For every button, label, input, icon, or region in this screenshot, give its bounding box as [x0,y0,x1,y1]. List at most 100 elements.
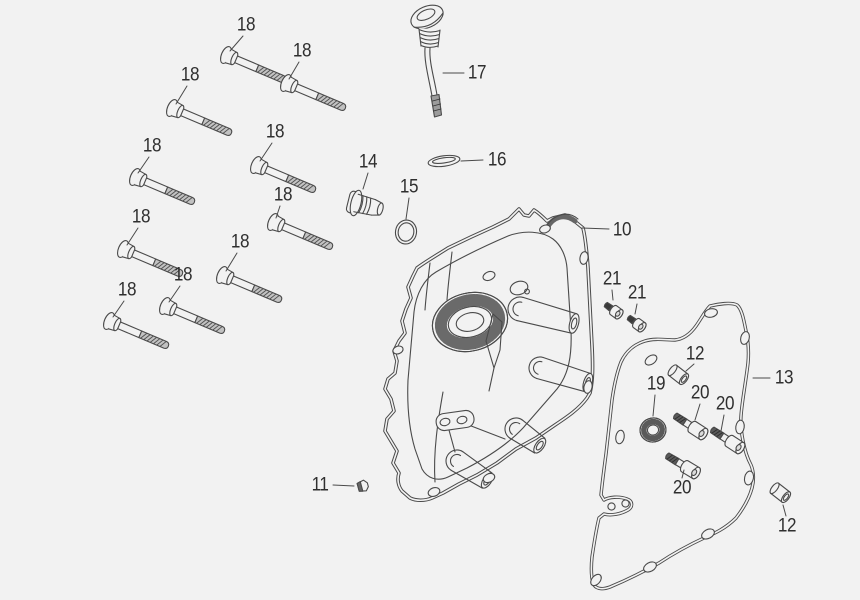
leader-lines [112,35,787,517]
callout-18-9: 18 [173,264,193,286]
callout-12-2: 12 [777,515,797,537]
callout-21-2: 21 [627,282,647,304]
leader-line [137,156,150,174]
crankcase-cover-drawing [383,207,595,503]
cover-bolt-hole [579,251,589,265]
leader-line [126,227,139,246]
cover-detail [509,280,529,296]
cover-inner-contour [407,231,572,480]
gasket-hole [644,354,658,366]
leader-line [694,403,701,421]
cover-rib [446,251,453,301]
callout-20-2: 20 [715,393,735,415]
bolt-18-drawing [163,97,236,143]
cover-seal-bore [431,291,509,353]
gasket-hole [607,502,616,511]
bolt-21-drawing [624,312,649,334]
cover-outline [383,207,595,503]
leader-line [362,172,369,190]
callout-18-4: 18 [265,121,285,143]
cover-bolt-hole [482,472,496,484]
oil-seal-drawing [639,417,667,443]
callout-21-1: 21 [602,268,622,290]
callout-16: 16 [487,149,507,171]
leader-line [652,394,656,417]
leader-line [259,142,273,162]
cover-bolt-hole [427,487,441,497]
callout-20-3: 20 [672,477,692,499]
leader-line [581,227,610,230]
callout-14: 14 [358,151,378,173]
cover-bolt-hole [583,380,593,394]
gasket-hole [743,470,755,486]
callout-18-2: 18 [292,40,312,62]
callout-10: 10 [612,219,632,241]
cover-rib [465,423,506,440]
leader-line [275,205,281,219]
leader-line [681,469,685,479]
cover-pointer-rib [488,367,495,392]
bolt-18-drawing [156,295,229,341]
gasket-hole [704,308,718,318]
cover-pointer-rib [485,313,503,369]
gasket-hole [615,429,625,445]
cover-boss [507,296,580,334]
gasket-drawing [589,301,756,591]
cover-bolt-hole [439,417,451,427]
leader-line [720,414,725,432]
cover-boss [504,417,547,454]
leader-line [405,197,410,220]
cover-rib [434,391,444,483]
leader-line [332,484,355,487]
leader-line [611,289,614,301]
leader-line [460,159,484,162]
callout-15: 15 [399,176,419,198]
cover-bolt-hole [456,415,468,425]
callout-18-6: 18 [273,184,293,206]
leader-line [634,303,638,315]
dipstick-drawing [410,4,444,118]
callout-11: 11 [311,474,329,496]
leader-line [782,504,787,517]
cover-detail [524,288,530,295]
leader-line [112,300,125,318]
callout-18-5: 18 [142,135,162,157]
bolt-18-drawing [217,44,290,90]
leader-line [175,85,188,105]
callout-19: 19 [646,373,666,395]
bolt-18-drawing [100,310,173,356]
callout-17: 17 [467,62,487,84]
bolt-21-drawing [601,299,626,321]
gasket-hole [735,419,745,435]
cover-rib [424,262,431,311]
callout-18-7: 18 [131,206,151,228]
washer-drawing [427,154,461,168]
callout-18-8: 18 [230,231,250,253]
gasket-hole [701,528,715,540]
callout-18-1: 18 [236,14,256,36]
gasket-hole [740,331,750,345]
oil-filler-cap-drawing [345,189,384,217]
gasket-hole [621,499,630,508]
gasket-hole [643,561,657,573]
callout-13: 13 [774,367,794,389]
callout-18-10: 18 [117,279,137,301]
leader-line [685,363,695,372]
dowel-pin-drawing [767,480,793,505]
gasket-hole [590,573,602,587]
leader-line [229,35,244,52]
leader-line [168,285,181,303]
bolt-18-drawing [213,264,286,310]
cover-bolt-hole [539,224,551,234]
plug-drawing [356,479,369,492]
callout-20-1: 20 [690,382,710,404]
cover-bolt-hole [392,345,404,355]
cover-bolt-hole [482,270,496,282]
leader-line [288,61,300,80]
cover-rib [448,429,456,453]
oring-drawing [394,219,418,245]
callout-18-3: 18 [180,64,200,86]
leader-line [225,252,238,272]
